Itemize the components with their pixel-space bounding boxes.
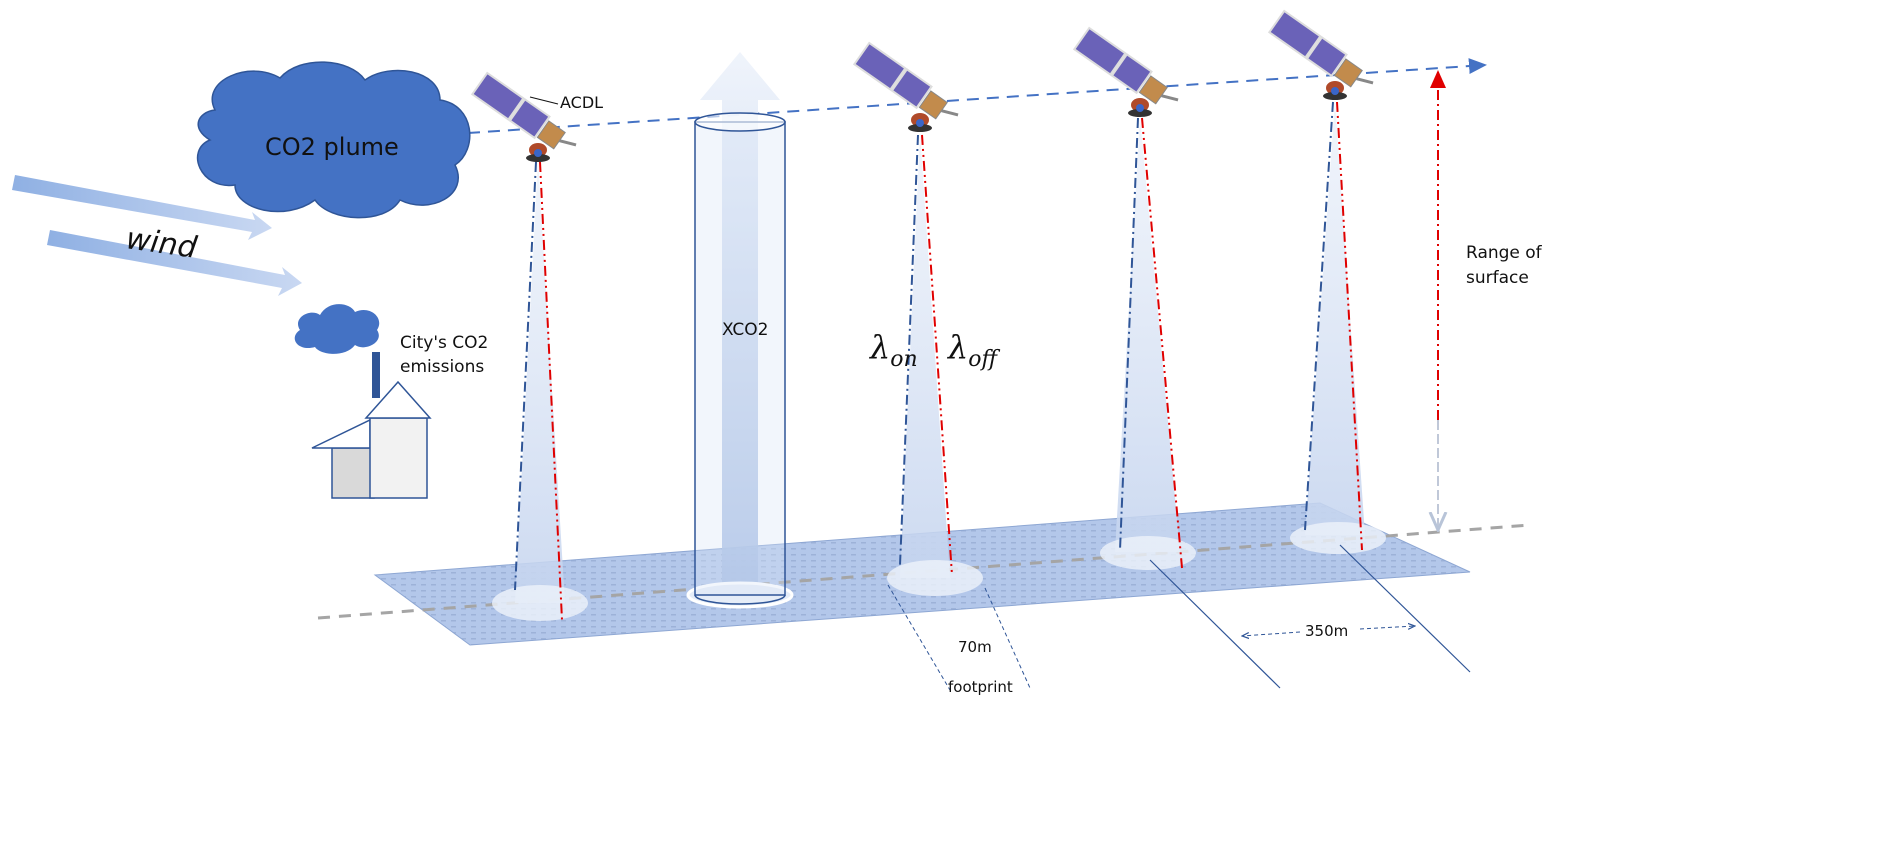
city-emissions-label-2: emissions (400, 357, 484, 377)
lidar-beam-3 (1100, 116, 1196, 570)
footprint-leader-left (887, 584, 951, 691)
city-small-cloud (294, 304, 380, 354)
co2-plume-label: CO2 plume (265, 133, 399, 161)
spacing-arrow-right (1359, 626, 1415, 629)
range-label-1: Range of (1466, 243, 1543, 263)
orbit-track (467, 58, 1487, 134)
xco2-column (686, 52, 794, 609)
satellite-icon-4 (1267, 9, 1380, 102)
satellite-icon-1 (470, 71, 583, 164)
lambda-off-label: λoff (946, 328, 1001, 372)
acdl-label: ACDL (560, 93, 603, 112)
chimney (372, 352, 380, 398)
lambda-on-label: λon (868, 328, 918, 372)
spacing-leader-right (1339, 544, 1471, 673)
lidar-beam-4 (1290, 100, 1386, 554)
co2-plume-cloud (196, 61, 471, 219)
xco2-label: XCO2 (722, 320, 768, 340)
lidar-beam-2 (887, 132, 983, 596)
satellite-icon-2 (852, 41, 965, 134)
lidar-beam-1 (492, 160, 588, 621)
range-label-2: surface (1466, 268, 1529, 288)
satellite-icon-3 (1072, 26, 1185, 119)
city-emissions-label-1: City's CO2 (400, 333, 488, 353)
city-house-icon (311, 380, 432, 499)
spacing-arrow-left (1242, 631, 1301, 636)
footprint-label: footprint (948, 678, 1013, 696)
footprint-leader-right (984, 587, 1031, 689)
wind-arrows (12, 175, 302, 296)
footprint-size-label: 70m (958, 638, 992, 656)
spacing-leader-left (1149, 559, 1281, 689)
spacing-label: 350m (1305, 622, 1348, 640)
